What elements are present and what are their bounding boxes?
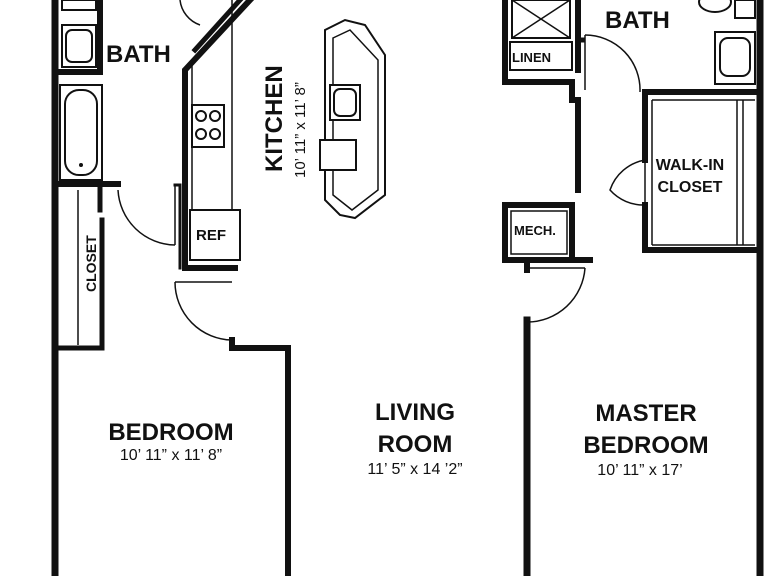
room-labels: BATH BATH KITCHEN 10’ 11” x 11’ 8” BEDRO… [83, 7, 724, 479]
linen-label: LINEN [512, 50, 551, 65]
master-dims: 10’ 11” x 17’ [597, 462, 682, 479]
ref-label: REF [196, 227, 226, 244]
master-label-line2: BEDROOM [583, 432, 708, 459]
kitchen-label: KITCHEN [261, 65, 288, 172]
kitchen-dims: 10’ 11” x 11’ 8” [292, 82, 309, 178]
walkin-label-line2: CLOSET [658, 179, 723, 196]
master-label-line1: MASTER [595, 400, 696, 427]
bath-right-label: BATH [605, 7, 670, 34]
fixtures [59, 0, 756, 261]
bedroom-label: BEDROOM [108, 419, 233, 446]
living-label-line1: LIVING [375, 399, 455, 426]
living-label-line2: ROOM [378, 431, 453, 458]
walls [51, 0, 764, 576]
closet-label: CLOSET [83, 235, 99, 292]
interior-lines [77, 0, 755, 345]
bedroom-dims: 10’ 11” x 11’ 8” [120, 447, 222, 464]
walkin-label-line1: WALK-IN [656, 157, 724, 174]
mech-label: MECH. [514, 223, 556, 238]
living-dims: 11’ 5” x 14 ’2” [367, 461, 462, 478]
doors [117, 0, 646, 341]
bath-left-label: BATH [106, 41, 171, 68]
